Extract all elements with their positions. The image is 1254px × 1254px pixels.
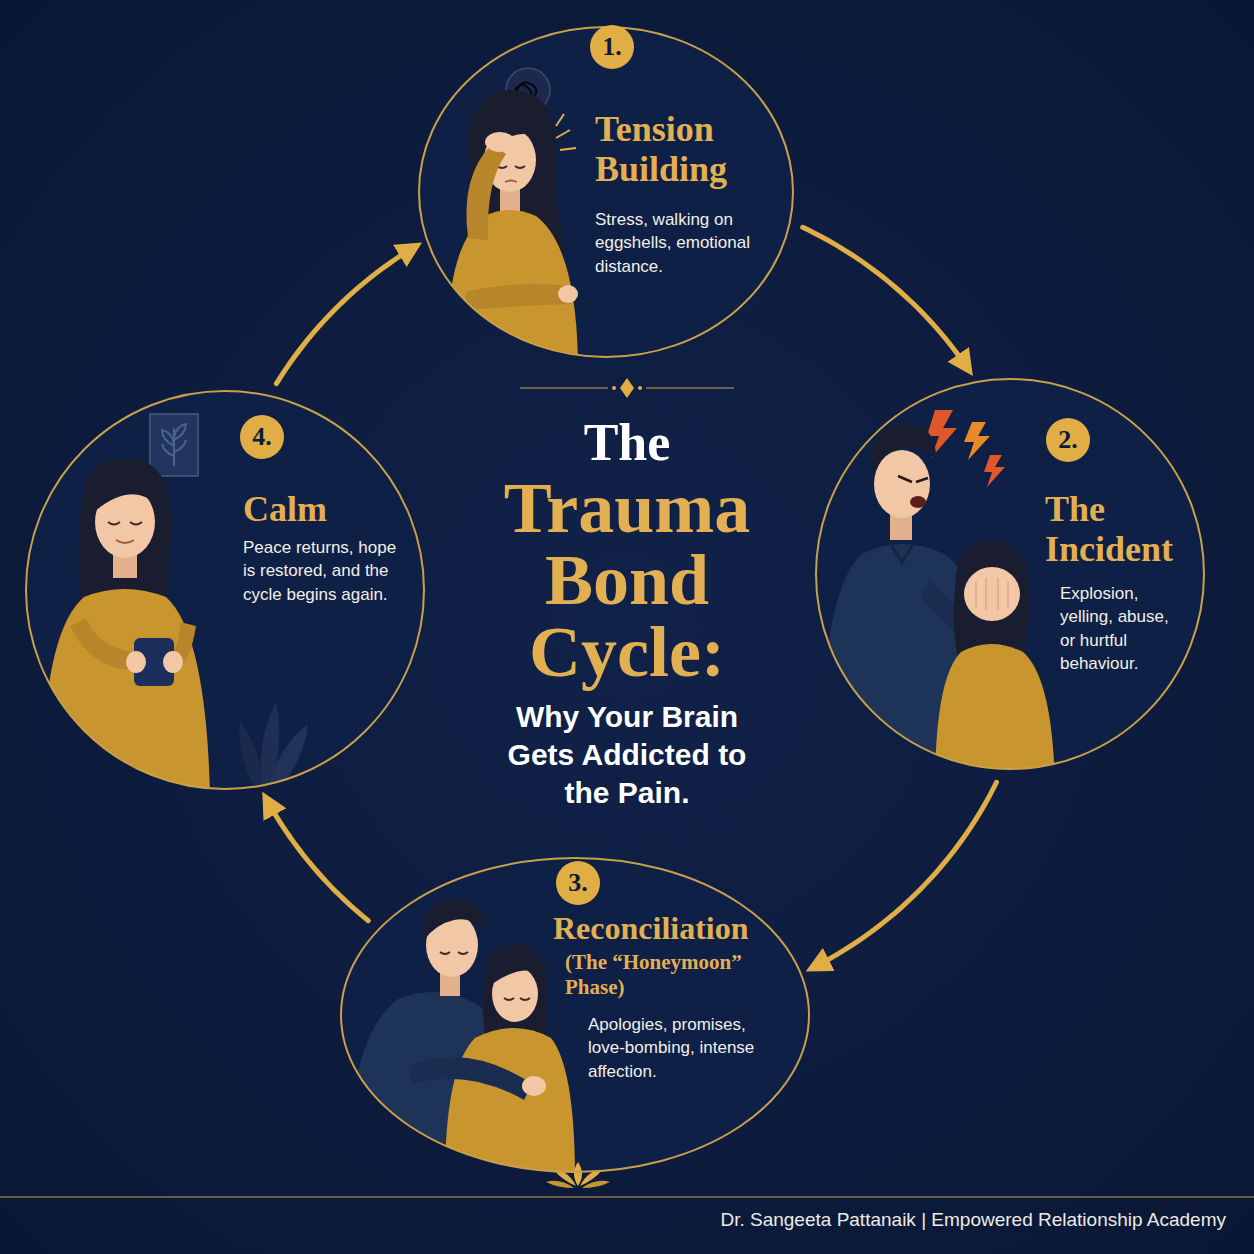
stressed-woman bbox=[448, 68, 578, 362]
stage-circle: 3. Reconciliation (The “Honeymoon” Phase) A… bbox=[340, 857, 810, 1173]
step-description: Explosion, yelling, abuse, or hurtful be… bbox=[1060, 582, 1180, 676]
title: The Trauma Bond Cycle: bbox=[496, 400, 758, 688]
step-number: 3. bbox=[556, 861, 600, 905]
step-heading: Tension Building bbox=[595, 110, 780, 189]
embracing-couple bbox=[344, 898, 575, 1180]
circle-outline bbox=[419, 27, 793, 357]
incident-figures bbox=[820, 410, 1055, 790]
step-subheading: (The “Honeymoon” Phase) bbox=[565, 950, 770, 1000]
step-number: 4. bbox=[240, 415, 284, 459]
circle-outline bbox=[26, 391, 424, 789]
subtitle: Why Your Brain Gets Addicted to the Pain… bbox=[492, 698, 762, 812]
divider-ornament bbox=[520, 378, 734, 398]
circle-outline bbox=[418, 26, 794, 358]
stage-circle: 1. Tension BuildingStress, walking on egg… bbox=[418, 26, 794, 358]
step-number: 2. bbox=[1046, 418, 1090, 462]
lotus-ornament bbox=[546, 1162, 610, 1188]
step-heading: The Incident bbox=[1045, 490, 1195, 569]
circle-outline bbox=[815, 378, 1205, 770]
cycle-arrow bbox=[813, 782, 997, 968]
step-heading: Calm bbox=[243, 490, 393, 530]
stage-circle: 4. CalmPeace returns, hope is restored, a… bbox=[25, 390, 425, 790]
step-number: 1. bbox=[590, 25, 634, 69]
step-description: Apologies, promises, love-bombing, inten… bbox=[588, 1013, 766, 1083]
cycle-arrow bbox=[266, 799, 368, 921]
circle-outline bbox=[341, 858, 809, 1172]
footer-rule bbox=[0, 1196, 1254, 1197]
step-description: Stress, walking on eggshells, emotional … bbox=[595, 208, 765, 278]
calm-woman bbox=[42, 414, 308, 795]
stage-circle: 2. The IncidentExplosion, yelling, abuse,… bbox=[815, 378, 1205, 770]
step-heading: Reconciliation bbox=[553, 911, 785, 946]
credit-line: Dr. Sangeeta Pattanaik | Empowered Relat… bbox=[720, 1209, 1226, 1231]
cycle-arrow bbox=[803, 227, 969, 369]
circle-outline bbox=[816, 379, 1204, 769]
step-description: Peace returns, hope is restored, and the… bbox=[243, 536, 403, 606]
cycle-arrow bbox=[276, 247, 415, 384]
circle-ground bbox=[419, 27, 793, 357]
